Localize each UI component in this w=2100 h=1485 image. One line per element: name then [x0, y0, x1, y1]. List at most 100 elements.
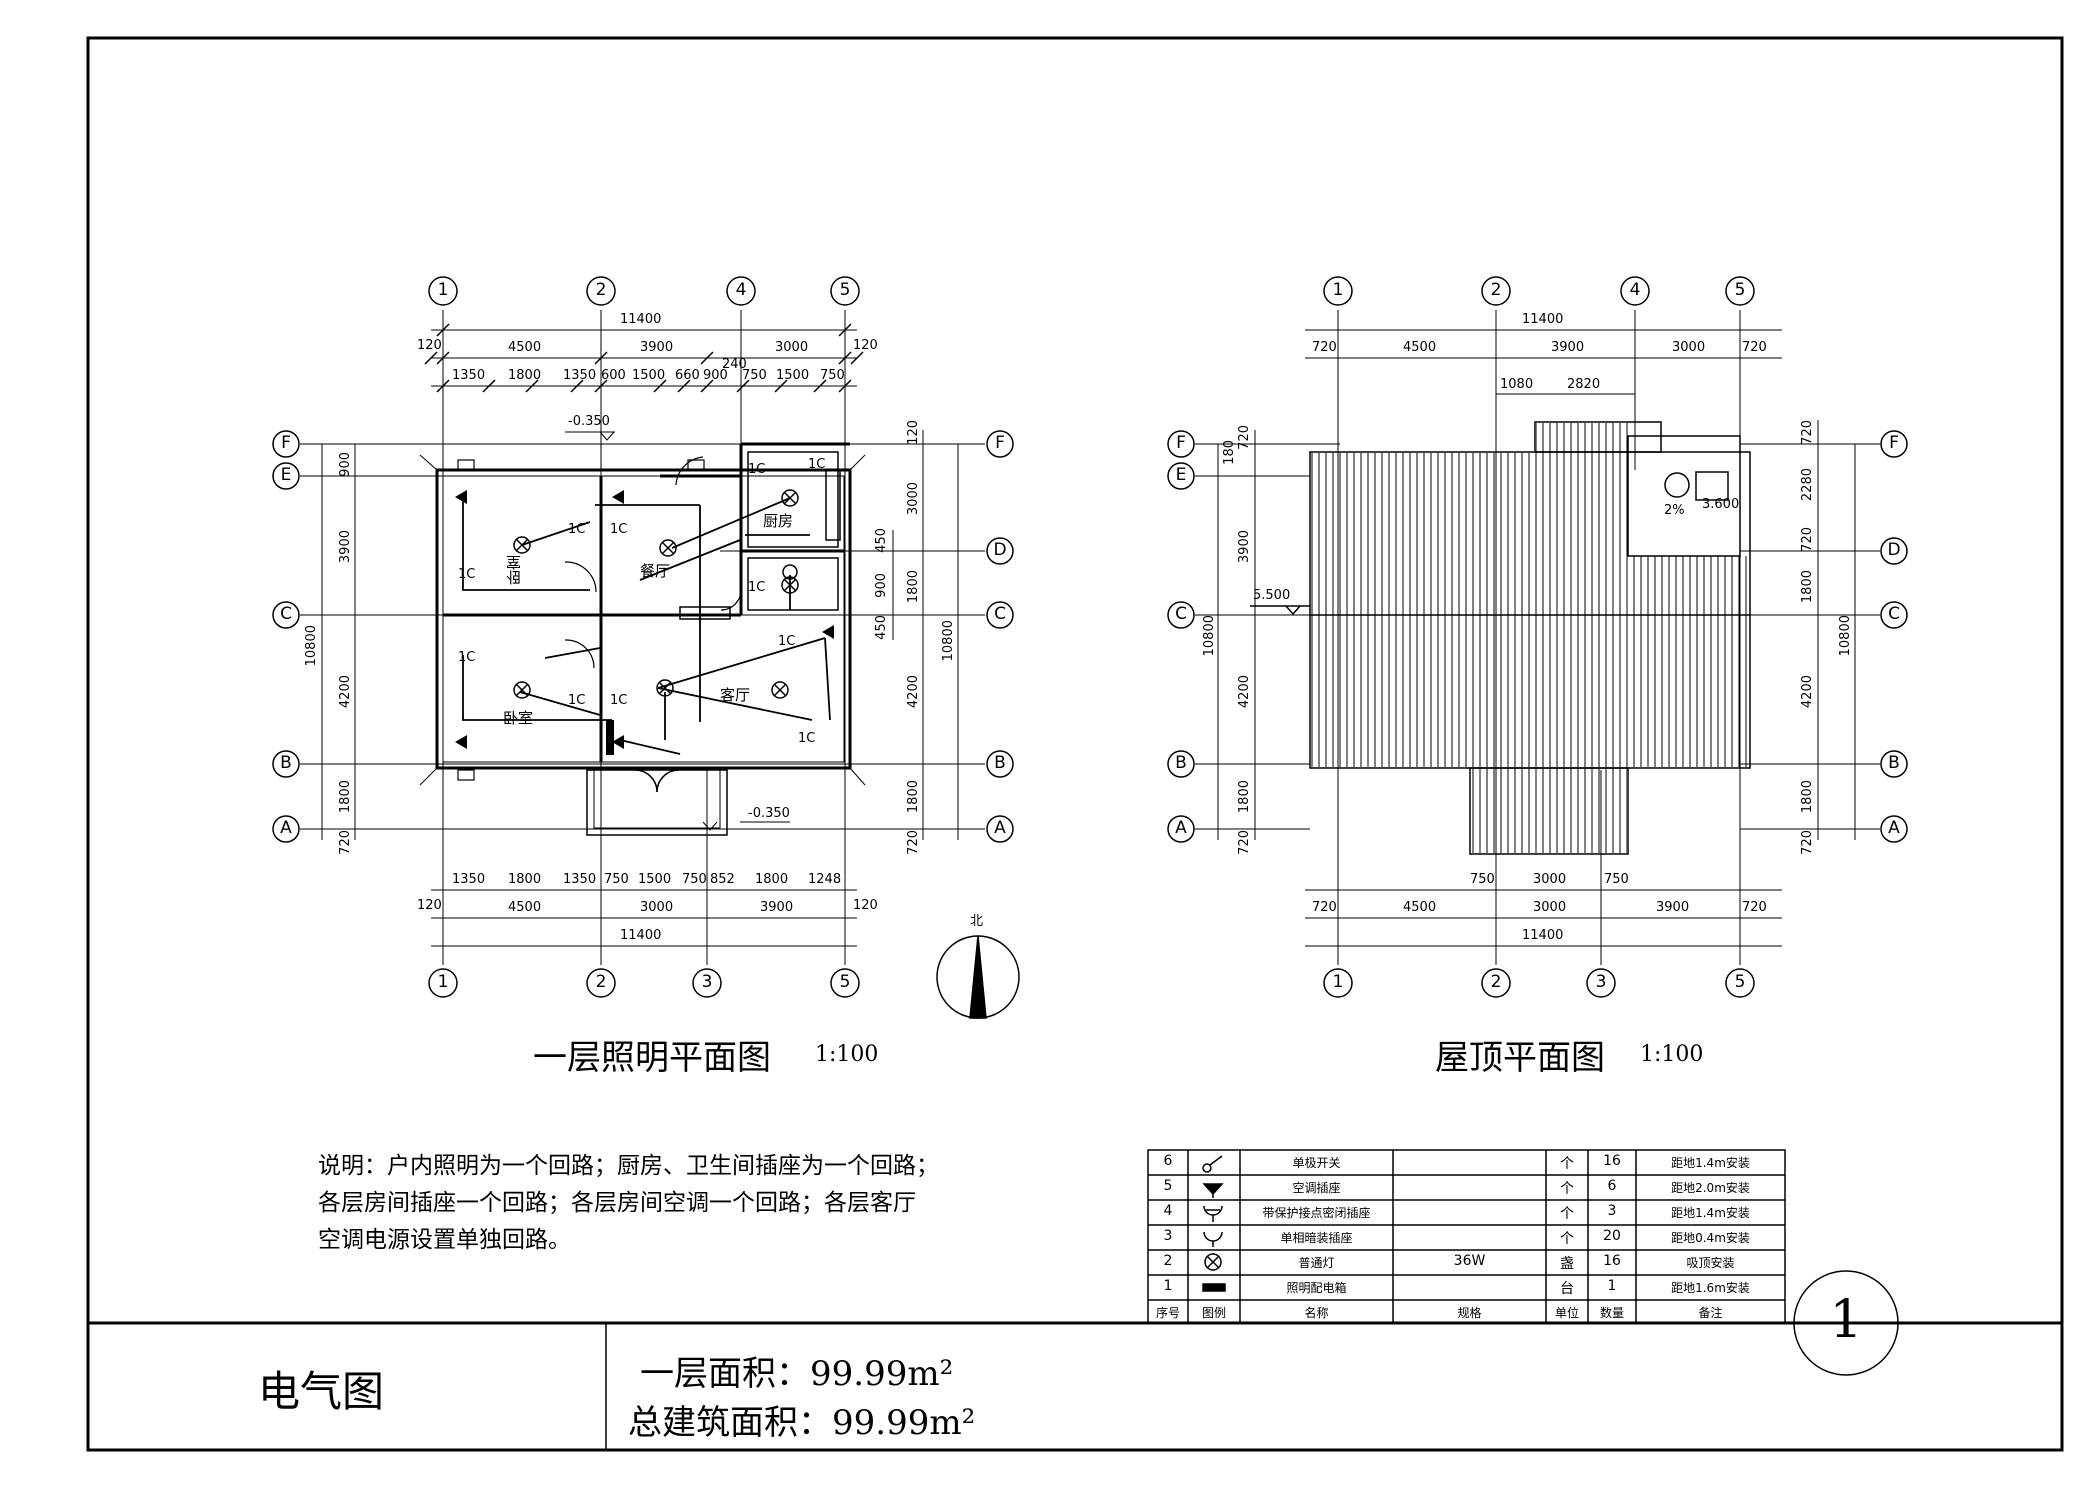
lamp-icon — [1204, 1253, 1222, 1271]
grid-label: D — [993, 540, 1007, 560]
dim-bot-5: 720 — [1742, 900, 1767, 915]
switch-label: 1C — [748, 462, 766, 477]
dim-bot-1: 4500 — [508, 900, 542, 915]
legend-table — [1147, 1149, 1786, 1324]
note-line: 说明：户内照明为一个回路；厨房、卫生间插座为一个回路； — [318, 1153, 939, 1179]
switch-label: 1C — [610, 693, 628, 708]
dim-bot-r2-2: 3000 — [1533, 872, 1567, 887]
grid-label: 1 — [437, 972, 449, 992]
dim-top-5: 720 — [1742, 340, 1767, 355]
grid-label: B — [1175, 753, 1187, 773]
switch-label: 1C — [808, 457, 826, 472]
north-label: 北 — [970, 914, 984, 929]
legend-remark: 距地1.6m安装 — [1671, 1281, 1750, 1295]
switch-label: 1C — [458, 650, 476, 665]
room-bedroom-2: 卧室 — [503, 709, 534, 727]
legend-remark: 距地0.4m安装 — [1671, 1231, 1750, 1245]
dim-bot-2: 4500 — [1403, 900, 1437, 915]
dim-total-top: 11400 — [1522, 312, 1564, 327]
legend-icons — [1202, 1155, 1226, 1292]
grid-label: 1 — [1332, 280, 1344, 300]
dim-right-4: 4200 — [906, 675, 921, 709]
legend-remark: 吸顶安装 — [1686, 1256, 1735, 1270]
floor-area-value: 99.99m² — [810, 1354, 954, 1394]
floor-area-line: 一层面积：99.99m² — [640, 1346, 953, 1395]
dim-left-total: 10800 — [304, 625, 319, 667]
dim-right-5: 1800 — [906, 780, 921, 814]
legend-unit: 个 — [1560, 1206, 1574, 1222]
legend-header: 图例 — [1201, 1306, 1226, 1320]
dim-bot-wall-right: 120 — [853, 898, 878, 913]
grid-label: 2 — [595, 280, 607, 300]
grid-label: C — [994, 604, 1006, 624]
dim-right-inner-2: 900 — [874, 573, 889, 598]
dim-top-r2-4: 600 — [601, 368, 626, 383]
concealed-socket-icon — [1203, 1231, 1223, 1247]
dim-total-bottom: 11400 — [620, 928, 662, 943]
legend-qty: 16 — [1603, 1153, 1621, 1169]
switch-label: 1C — [458, 567, 476, 582]
elevation-bottom: -0.350 — [748, 806, 790, 821]
dim-top-4: 3000 — [1672, 340, 1706, 355]
dim-bot-r2-3: 1350 — [563, 872, 597, 887]
switch-label: 1C — [748, 580, 766, 595]
dim-left-6: 720 — [1237, 830, 1252, 855]
legend-header: 序号 — [1155, 1306, 1180, 1320]
dim-top-2: 3900 — [640, 340, 674, 355]
dim-left-5: 1800 — [1237, 780, 1252, 814]
legend-name: 单极开关 — [1292, 1156, 1341, 1170]
dim-right-1: 120 — [906, 420, 921, 445]
legend-header: 单位 — [1554, 1306, 1579, 1320]
dim-top-r2-5: 1500 — [632, 368, 666, 383]
grid-label: C — [1175, 604, 1187, 624]
dim-right-3: 1800 — [906, 570, 921, 604]
dim-right-7: 720 — [1800, 830, 1815, 855]
dim-bot-3: 3900 — [760, 900, 794, 915]
dim-top-3: 3000 — [775, 340, 809, 355]
first-floor-lighting-plan — [272, 276, 1020, 1019]
grid-label: F — [1176, 433, 1186, 453]
left-plan-title: 一层照明平面图 — [533, 1038, 771, 1078]
total-area-value: 99.99m² — [832, 1403, 976, 1443]
grid-label: B — [1888, 753, 1900, 773]
dim-bot-r2-1: 1350 — [452, 872, 486, 887]
right-plan-scale: 1:100 — [1640, 1042, 1704, 1067]
dim-bot-4: 3900 — [1656, 900, 1690, 915]
grid-label: 2 — [1490, 280, 1502, 300]
legend-no: 5 — [1163, 1178, 1173, 1194]
dim-top-r2-8: 750 — [742, 368, 767, 383]
right-plan-title: 屋顶平面图 — [1435, 1038, 1605, 1078]
grid-label: E — [1175, 465, 1187, 485]
dim-right-inner-1: 450 — [874, 528, 889, 553]
room-living: 客厅 — [720, 686, 751, 704]
grid-label: E — [280, 465, 292, 485]
dim-left-3: 3900 — [1237, 530, 1252, 564]
dim-bot-r2-3: 750 — [1604, 872, 1629, 887]
dim-bot-r2-4: 750 — [604, 872, 629, 887]
dim-top-3: 3900 — [1551, 340, 1585, 355]
legend-remark: 距地1.4m安装 — [1671, 1156, 1750, 1170]
legend-qty: 3 — [1607, 1203, 1617, 1219]
dim-top-r2-1: 1350 — [452, 368, 486, 383]
grid-label: 3 — [701, 972, 713, 992]
legend-no: 1 — [1163, 1278, 1173, 1294]
ac-socket-icon — [1202, 1183, 1224, 1198]
dim-right-1: 720 — [1800, 420, 1815, 445]
dim-right-6: 720 — [906, 830, 921, 855]
legend-header: 数量 — [1599, 1306, 1624, 1320]
grid-label: C — [1888, 604, 1900, 624]
single-switch-icon — [1202, 1155, 1223, 1173]
room-dining: 餐厅 — [640, 562, 671, 580]
note-line: 空调电源设置单独回路。 — [318, 1227, 571, 1253]
grid-label: 5 — [839, 280, 851, 300]
grid-label: F — [1889, 433, 1899, 453]
legend-unit: 个 — [1560, 1156, 1574, 1172]
grid-label: 4 — [735, 280, 747, 300]
legend-remark: 距地1.4m安装 — [1671, 1206, 1750, 1220]
legend-spec: 36W — [1453, 1253, 1486, 1269]
total-area-label: 总建筑面积： — [628, 1403, 832, 1443]
dim-bot-r2-8: 1800 — [755, 872, 789, 887]
legend-no: 4 — [1163, 1203, 1173, 1219]
dim-bot-3: 3000 — [1533, 900, 1567, 915]
design-note: 说明：户内照明为一个回路；厨房、卫生间插座为一个回路； 各层房间插座一个回路；各… — [318, 1148, 998, 1259]
